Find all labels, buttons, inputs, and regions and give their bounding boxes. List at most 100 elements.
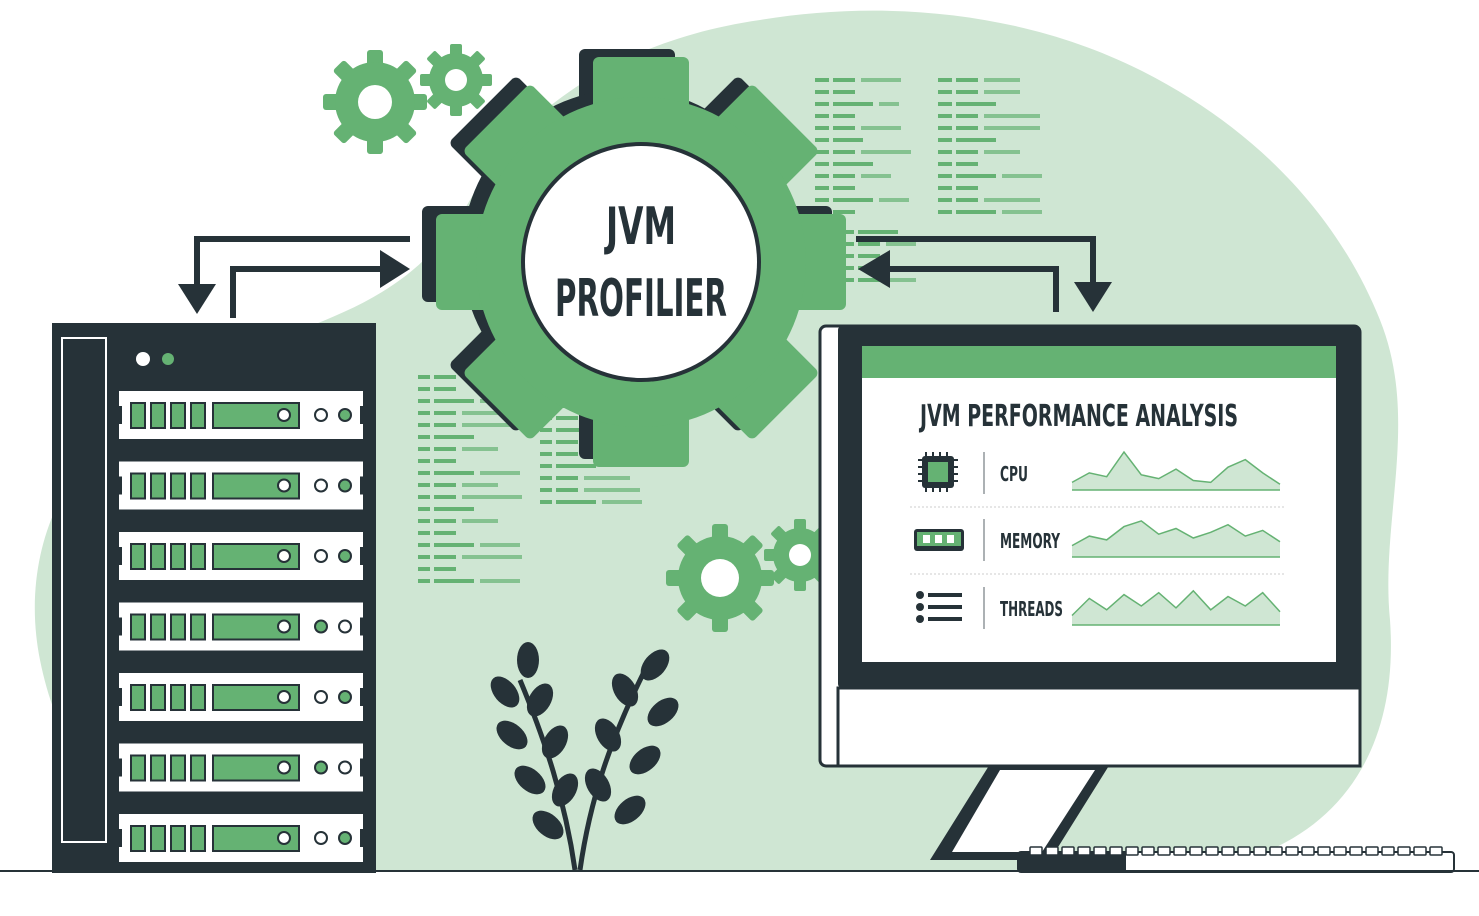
list-icon [916, 591, 962, 623]
plant-illustration [490, 642, 679, 871]
server-drive-unit [116, 600, 366, 653]
cpu-trend-chart [1071, 450, 1281, 491]
drive-bay-slot [190, 402, 206, 429]
keyboard-key [1269, 846, 1283, 856]
screen-title: JVM PERFORMANCE ANALYSIS [919, 399, 1238, 434]
keyboard-key [1253, 846, 1267, 856]
drive-bay-slot [130, 402, 146, 429]
keyboard-key [1317, 846, 1331, 856]
server-status-light [162, 353, 174, 365]
keyboard-key [1333, 846, 1347, 856]
drive-bay-slot [150, 402, 166, 429]
keyboard-key [1381, 846, 1395, 856]
drive-bay-slot [150, 825, 166, 852]
arrow-head-down-right [1074, 282, 1112, 312]
drive-indicator-light [338, 408, 352, 422]
drive-bay-slot [190, 684, 206, 711]
keyboard-key [1173, 846, 1187, 856]
keyboard-key [1365, 846, 1379, 856]
metric-label-cpu: CPU [1000, 462, 1028, 486]
small-gear-icon-c [666, 524, 774, 632]
drive-indicator-light [314, 408, 328, 422]
server-drive-unit [116, 459, 366, 512]
server-drive-unit [116, 671, 366, 723]
drive-indicator-light [338, 760, 352, 775]
drive-indicator-light [338, 619, 352, 634]
keyboard-key [1413, 846, 1427, 856]
drive-bay-slot [150, 543, 166, 570]
server-drive-unit [116, 389, 366, 441]
drive-indicator-light [314, 478, 328, 493]
drive-bay-slot [130, 825, 146, 852]
small-gear-icon-a [323, 50, 427, 154]
keyboard-key [1045, 846, 1059, 856]
trend-line [1071, 520, 1281, 547]
server-drive-unit [116, 530, 366, 582]
drive-bay-slot [150, 684, 166, 711]
keyboard-key [1397, 846, 1411, 856]
profiler-title-line2: PROFILIER [555, 269, 727, 329]
keyboard [1017, 846, 1455, 873]
trend-line [1071, 450, 1281, 485]
cpu-chip-icon [918, 452, 958, 492]
drive-indicator-light [314, 690, 328, 704]
arrow-monitor-to-gear [886, 266, 1059, 312]
small-gear-icon-b [420, 44, 492, 116]
arrow-head-left-right [858, 250, 890, 288]
arrow-gear-to-monitor [856, 236, 1096, 286]
keyboard-key [1109, 846, 1123, 856]
drive-indicator-light [338, 831, 352, 845]
keyboard-key [1077, 846, 1091, 856]
drive-bay-slot [190, 613, 206, 641]
trend-area [1072, 520, 1280, 557]
server-drive-unit [116, 812, 366, 864]
drive-indicator-light [314, 549, 328, 563]
keyboard-key [1125, 846, 1139, 856]
metric-label-threads: THREADS [1000, 597, 1063, 621]
screen-header-bar [862, 346, 1336, 378]
trend-area [1072, 452, 1280, 490]
drive-bay-slot [190, 543, 206, 570]
drive-bay-slot [130, 613, 146, 641]
server-power-light [136, 352, 150, 366]
metric-label-memory: MEMORY [1000, 529, 1060, 553]
drive-bay-slot [170, 754, 186, 782]
keyboard-key [1189, 846, 1203, 856]
keyboard-key [1029, 846, 1043, 856]
threads-trend-chart [1071, 589, 1281, 626]
keyboard-key [1157, 846, 1171, 856]
drive-bay-slot [170, 825, 186, 852]
small-gear-icon-d [764, 519, 836, 591]
arrow-head-right-left [380, 250, 410, 288]
drive-bay-slot [130, 684, 146, 711]
drive-bay-slot [170, 402, 186, 429]
keyboard-key [1301, 846, 1315, 856]
drive-indicator-light [338, 549, 352, 563]
server-drive-unit [116, 741, 366, 794]
keyboard-key [1349, 846, 1363, 856]
profiler-title-line1: JVM [604, 197, 676, 257]
keyboard-key [1141, 846, 1155, 856]
drive-bay-slot [130, 472, 146, 500]
drive-bay-slot [190, 754, 206, 782]
drive-indicator-light [338, 478, 352, 493]
arrow-head-down-left [178, 284, 216, 314]
main-gear-icon [422, 49, 846, 467]
drive-bay-slot [130, 754, 146, 782]
code-lines-decoration-top [815, 78, 1042, 282]
drive-bay-slot [130, 543, 146, 570]
keyboard-key [1285, 846, 1299, 856]
memory-module-icon [914, 529, 964, 551]
trend-line [1071, 589, 1281, 617]
keyboard-key [1221, 846, 1235, 856]
keyboard-key [1237, 846, 1251, 856]
server-rack [52, 323, 376, 873]
drive-indicator-light [338, 690, 352, 704]
drive-bay-slot [190, 825, 206, 852]
drive-indicator-light [314, 831, 328, 845]
memory-trend-chart [1071, 520, 1281, 558]
drive-bay-slot [190, 472, 206, 500]
keyboard-key [1429, 846, 1443, 856]
drive-indicator-light [314, 619, 328, 634]
